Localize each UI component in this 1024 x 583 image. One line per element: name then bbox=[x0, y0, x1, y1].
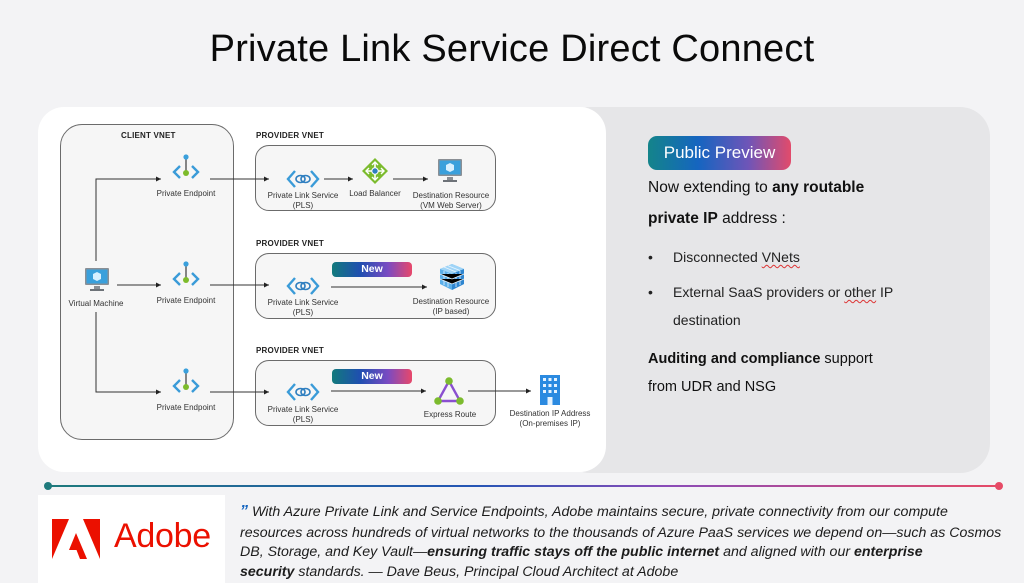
audit-text: support bbox=[820, 351, 873, 367]
arrow-vm-to-pe3 bbox=[95, 312, 161, 395]
pls-label-1: Private Link Service (PLS) bbox=[268, 191, 339, 211]
quote-emphasis: enterprise bbox=[854, 544, 923, 560]
pls-label-line1: Private Link Service bbox=[267, 405, 339, 414]
info-line-2-bold: private IP bbox=[648, 210, 718, 227]
spellcheck-word: VNets bbox=[761, 249, 800, 265]
building-icon bbox=[540, 375, 560, 405]
dest-label-line2: (VM Web Server) bbox=[420, 201, 482, 210]
quote-text: With Azure Private Link and Service Endp… bbox=[251, 504, 948, 520]
info-line-1-text: Now extending to bbox=[648, 179, 773, 196]
dest-label-2: Destination Resource (IP based) bbox=[413, 297, 489, 317]
private-endpoint-icon bbox=[172, 368, 200, 393]
architecture-diagram: CLIENT VNET PROVIDER VNET PROVIDER VNET … bbox=[38, 107, 606, 472]
pls-label-line2: (PLS) bbox=[292, 415, 314, 424]
bullet-text-1: Disconnected VNets bbox=[673, 243, 800, 271]
pls-label-line1: Private Link Service bbox=[267, 191, 339, 200]
quote-emphasis: ensuring traffic stays off the public in… bbox=[427, 544, 720, 560]
bullet-text-part: IP bbox=[876, 284, 894, 300]
pls-label-line2: (PLS) bbox=[292, 308, 314, 317]
load-balancer-icon bbox=[362, 158, 388, 184]
audit-bold: Auditing and compliance bbox=[648, 351, 821, 367]
audit-line-1: Auditing and compliance support bbox=[648, 351, 873, 367]
quote-attribution: standards. — Dave Beus, Principal Cloud … bbox=[294, 563, 679, 580]
gradient-divider bbox=[47, 485, 999, 487]
public-preview-badge: Public Preview bbox=[648, 136, 791, 170]
bullet-dot: • bbox=[648, 284, 653, 300]
bullet-text-2-cont: destination bbox=[673, 312, 741, 328]
page-title: Private Link Service Direct Connect bbox=[209, 28, 815, 70]
virtual-machine-icon bbox=[85, 268, 109, 291]
provider-vnet-label-1: PROVIDER VNET bbox=[256, 131, 324, 140]
info-line-1-bold: any routable bbox=[772, 179, 865, 196]
quote-line-1: ” With Azure Private Link and Service En… bbox=[240, 502, 1024, 523]
bullet-text-2: External SaaS providers or other IP bbox=[673, 278, 893, 306]
adobe-logo-icon bbox=[52, 519, 100, 559]
dest-label-1: Destination Resource (VM Web Server) bbox=[413, 191, 489, 211]
pls-label-2: Private Link Service (PLS) bbox=[268, 298, 339, 318]
dest-label-line1: Destination IP Address bbox=[509, 409, 591, 418]
private-endpoint-icon bbox=[172, 154, 200, 179]
dest-label-line1: Destination Resource bbox=[412, 297, 490, 306]
pls-label-3: Private Link Service (PLS) bbox=[268, 405, 339, 425]
express-route-icon bbox=[434, 377, 464, 405]
dest-label-3: Destination IP Address (On-premises IP) bbox=[510, 409, 591, 429]
customer-quote: ” With Azure Private Link and Service En… bbox=[240, 502, 1024, 582]
quote-line-2: resources across hundreds of virtual net… bbox=[240, 524, 1002, 541]
dest-label-line2: (IP based) bbox=[432, 307, 470, 316]
divider-dot-left bbox=[44, 482, 52, 490]
new-badge: New bbox=[332, 262, 412, 277]
quote-emphasis: security bbox=[240, 563, 295, 580]
client-vnet-label: CLIENT VNET bbox=[121, 131, 176, 140]
info-line-1: Now extending to any routable bbox=[648, 179, 864, 197]
quote-line-3: DB, Storage, and Key Vault—ensuring traf… bbox=[240, 543, 1024, 563]
bullet-dot: • bbox=[648, 249, 653, 265]
private-link-service-icon bbox=[286, 170, 320, 188]
private-endpoint-icon bbox=[172, 261, 200, 286]
dest-label-line1: Destination Resource bbox=[412, 191, 490, 200]
private-link-service-icon bbox=[286, 383, 320, 401]
arrow-vm-to-pe1 bbox=[95, 176, 161, 261]
private-link-service-icon bbox=[286, 277, 320, 295]
provider-vnet-label-3: PROVIDER VNET bbox=[256, 346, 324, 355]
provider-vnet-label-2: PROVIDER VNET bbox=[256, 239, 324, 248]
new-badge: New bbox=[332, 369, 412, 384]
quote-text: and aligned with our bbox=[719, 544, 854, 560]
info-line-2: private IP address : bbox=[648, 210, 786, 228]
dest-label-line2: (On-premises IP) bbox=[519, 419, 581, 428]
express-route-label: Express Route bbox=[423, 410, 477, 419]
ip-resource-cube-icon bbox=[439, 264, 465, 290]
connection-lines bbox=[95, 176, 531, 395]
bullet-text-part: Disconnected bbox=[673, 249, 762, 265]
audit-line-2: from UDR and NSG bbox=[648, 379, 777, 395]
pls-label-line1: Private Link Service bbox=[267, 298, 339, 307]
quote-text: DB, Storage, and Key Vault— bbox=[240, 544, 428, 560]
divider-dot-right bbox=[995, 482, 1003, 490]
virtual-machine-label: Virtual Machine bbox=[68, 299, 124, 308]
quote-mark-icon: ” bbox=[240, 503, 248, 520]
private-endpoint-label-2: Private Endpoint bbox=[156, 296, 216, 305]
quote-line-4: security standards. — Dave Beus, Princip… bbox=[240, 563, 1024, 583]
spellcheck-word: other bbox=[844, 284, 877, 300]
bullet-text-part: External SaaS providers or bbox=[673, 284, 845, 300]
info-line-2-text: address : bbox=[717, 210, 786, 227]
adobe-logo-text: Adobe bbox=[114, 517, 211, 555]
pls-label-line2: (PLS) bbox=[292, 201, 314, 210]
destination-vm-icon bbox=[438, 159, 462, 182]
load-balancer-label: Load Balancer bbox=[349, 189, 401, 198]
private-endpoint-label-1: Private Endpoint bbox=[156, 189, 216, 198]
adobe-logo: Adobe bbox=[38, 495, 225, 583]
private-endpoint-label-3: Private Endpoint bbox=[156, 403, 216, 412]
